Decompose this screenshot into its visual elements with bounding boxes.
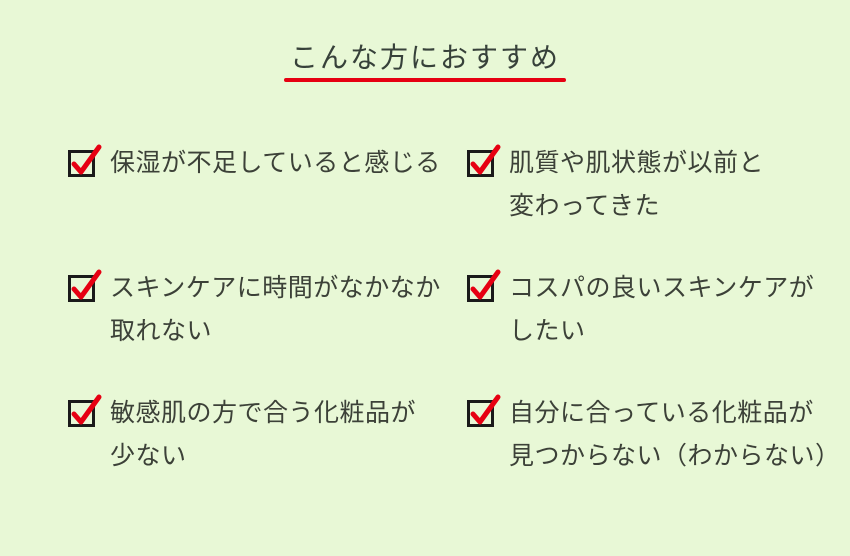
checked-checkbox-icon: [465, 142, 503, 178]
checklist-item: コスパの良いスキンケアが したい: [465, 267, 841, 392]
checklist-item-label: 保湿が不足していると感じる: [110, 149, 441, 177]
checked-checkbox-icon: [66, 267, 104, 303]
checked-checkbox-icon: [465, 267, 503, 303]
checklist-item: 自分に合っている化粧品が 見つからない（わからない）: [465, 392, 841, 517]
checklist-item: 肌質や肌状態が以前と 変わってきた: [465, 142, 841, 267]
page-title: こんな方におすすめ: [289, 41, 560, 74]
checked-checkbox-icon: [66, 142, 104, 178]
checklist-item: 保湿が不足していると感じる: [66, 142, 465, 267]
checklist-item-label: 敏感肌の方で合う化粧品が 少ない: [110, 399, 417, 470]
title-underline: [284, 78, 566, 82]
checklist-item-label: コスパの良いスキンケアが したい: [509, 274, 815, 345]
title-block: こんな方におすすめ: [0, 40, 850, 82]
checklist-item-label: 肌質や肌状態が以前と 変わってきた: [509, 149, 765, 220]
checklist-item-label: スキンケアに時間がなかなか 取れない: [110, 274, 441, 345]
checklist-grid: 保湿が不足していると感じる 肌質や肌状態が以前と 変わってきた スキンケアに時間…: [66, 142, 841, 517]
checked-checkbox-icon: [66, 392, 104, 428]
checklist-item: 敏感肌の方で合う化粧品が 少ない: [66, 392, 465, 517]
checklist-item-label: 自分に合っている化粧品が 見つからない（わからない）: [509, 399, 841, 470]
checklist-item: スキンケアに時間がなかなか 取れない: [66, 267, 465, 392]
checked-checkbox-icon: [465, 392, 503, 428]
